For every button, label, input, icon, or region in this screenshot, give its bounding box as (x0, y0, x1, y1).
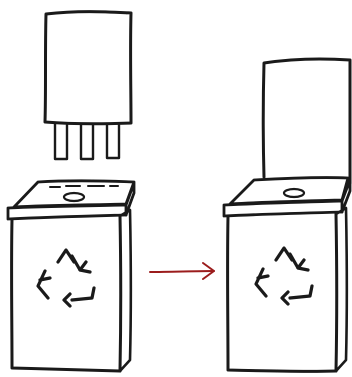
recycle-icon (38, 250, 94, 306)
recycle-icon (256, 248, 312, 304)
bin-right-slot (284, 189, 304, 197)
card-pins (55, 124, 119, 159)
arrow-right-icon (150, 263, 214, 279)
bin-left-slot (64, 193, 84, 201)
bin-right (224, 178, 350, 372)
stage-before (8, 12, 134, 371)
card-detached (45, 12, 131, 159)
card-inserted (263, 59, 350, 183)
bin-left (8, 181, 134, 371)
stage-after (224, 59, 350, 371)
